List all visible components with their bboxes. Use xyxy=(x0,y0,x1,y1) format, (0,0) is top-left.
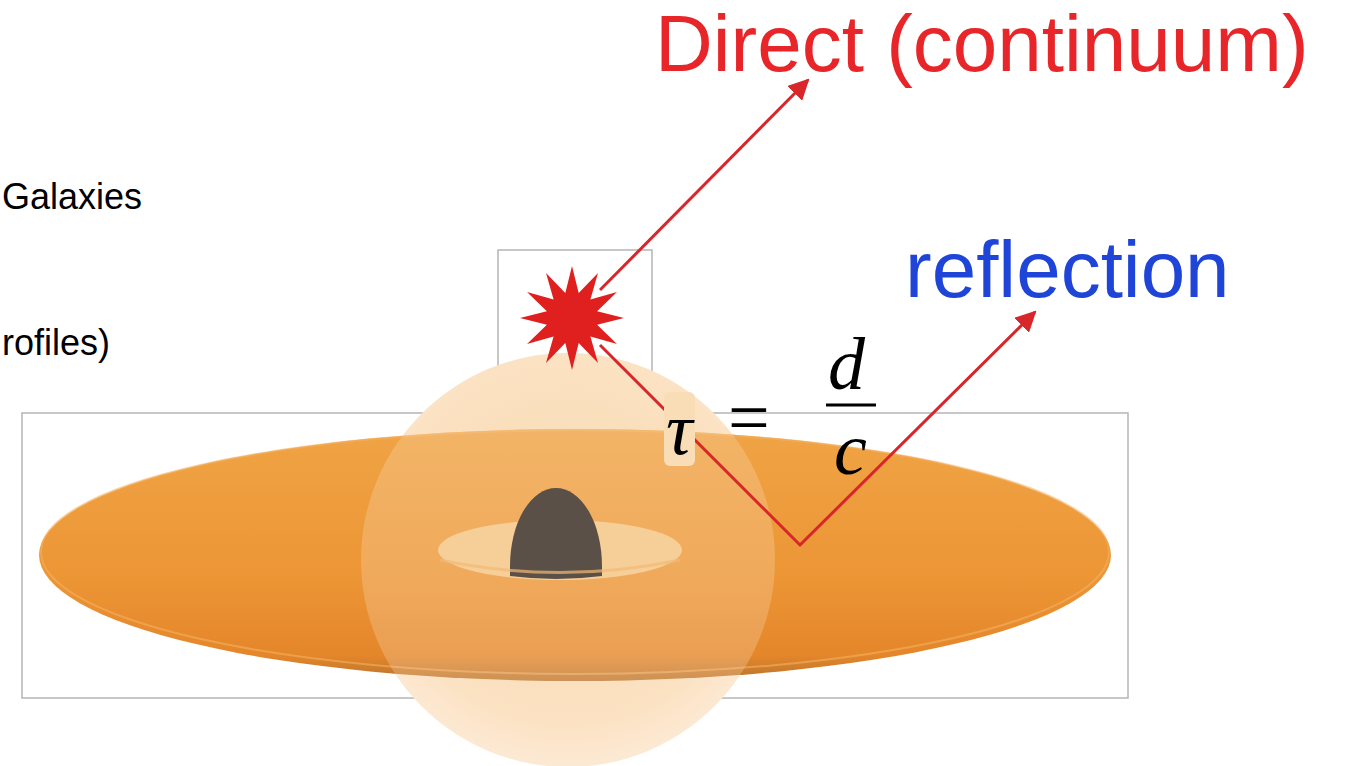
black-hole xyxy=(510,488,602,579)
reflection-arrow xyxy=(600,312,1035,545)
corona-sphere xyxy=(361,353,775,766)
cut-heading-text: Galaxies xyxy=(2,179,142,215)
corona-overlay xyxy=(361,353,775,766)
light-speed-symbol: c xyxy=(834,412,867,486)
cut-heading-text: rofiles) xyxy=(2,325,110,361)
distance-symbol: d xyxy=(828,327,865,401)
direct-arrow xyxy=(600,80,808,290)
tau-symbol: τ xyxy=(664,392,695,466)
hole-edge xyxy=(440,560,680,573)
direct-label: Direct (continuum) xyxy=(655,4,1309,84)
reflection-label: reflection xyxy=(905,230,1230,310)
fraction-bar xyxy=(826,404,876,407)
equals-sign: = xyxy=(728,380,770,454)
